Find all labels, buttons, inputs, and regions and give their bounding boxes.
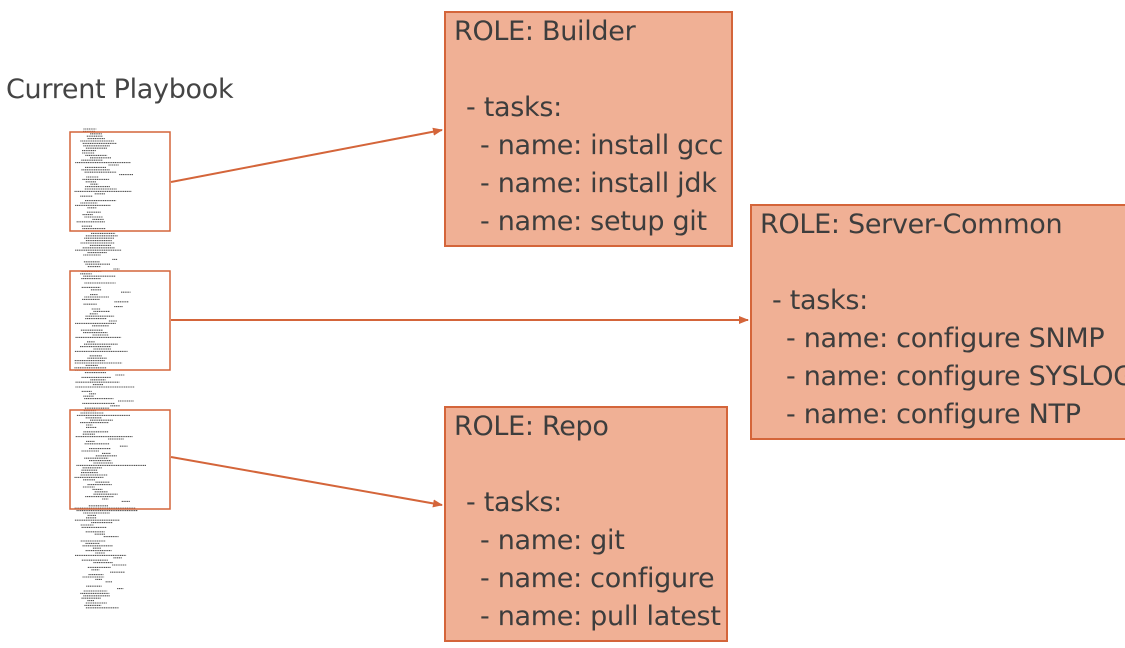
task-item: - name: pull latest	[480, 601, 721, 632]
task-item: - name: setup git	[480, 206, 707, 237]
task-item: - name: configure	[480, 563, 715, 594]
tasks-label: - tasks:	[772, 285, 868, 316]
role-title: ROLE: Builder	[454, 16, 636, 47]
page-title: Current Playbook	[6, 74, 234, 105]
role-title: ROLE: Server-Common	[760, 209, 1063, 240]
role-box-repo: ROLE: Repo - tasks: - name: git - name: …	[444, 406, 728, 642]
task-item: - name: install jdk	[480, 168, 717, 199]
task-item: - name: git	[480, 525, 625, 556]
role-title: ROLE: Repo	[454, 411, 609, 442]
arrow-to-repo	[170, 456, 443, 508]
playbook-text-lines	[74, 128, 146, 609]
task-item: - name: configure SNMP	[786, 323, 1105, 354]
tasks-label: - tasks:	[466, 92, 562, 123]
playbook-thumbnail	[68, 126, 178, 610]
task-item: - name: install gcc	[480, 130, 724, 161]
role-box-builder: ROLE: Builder - tasks: - name: install g…	[444, 11, 733, 247]
tasks-label: - tasks:	[466, 487, 562, 518]
arrow-to-builder	[170, 127, 443, 183]
task-item: - name: configure NTP	[786, 399, 1081, 430]
role-box-server-common: ROLE: Server-Common - tasks: - name: con…	[750, 204, 1125, 440]
task-item: - name: configure SYSLOG	[786, 361, 1125, 392]
